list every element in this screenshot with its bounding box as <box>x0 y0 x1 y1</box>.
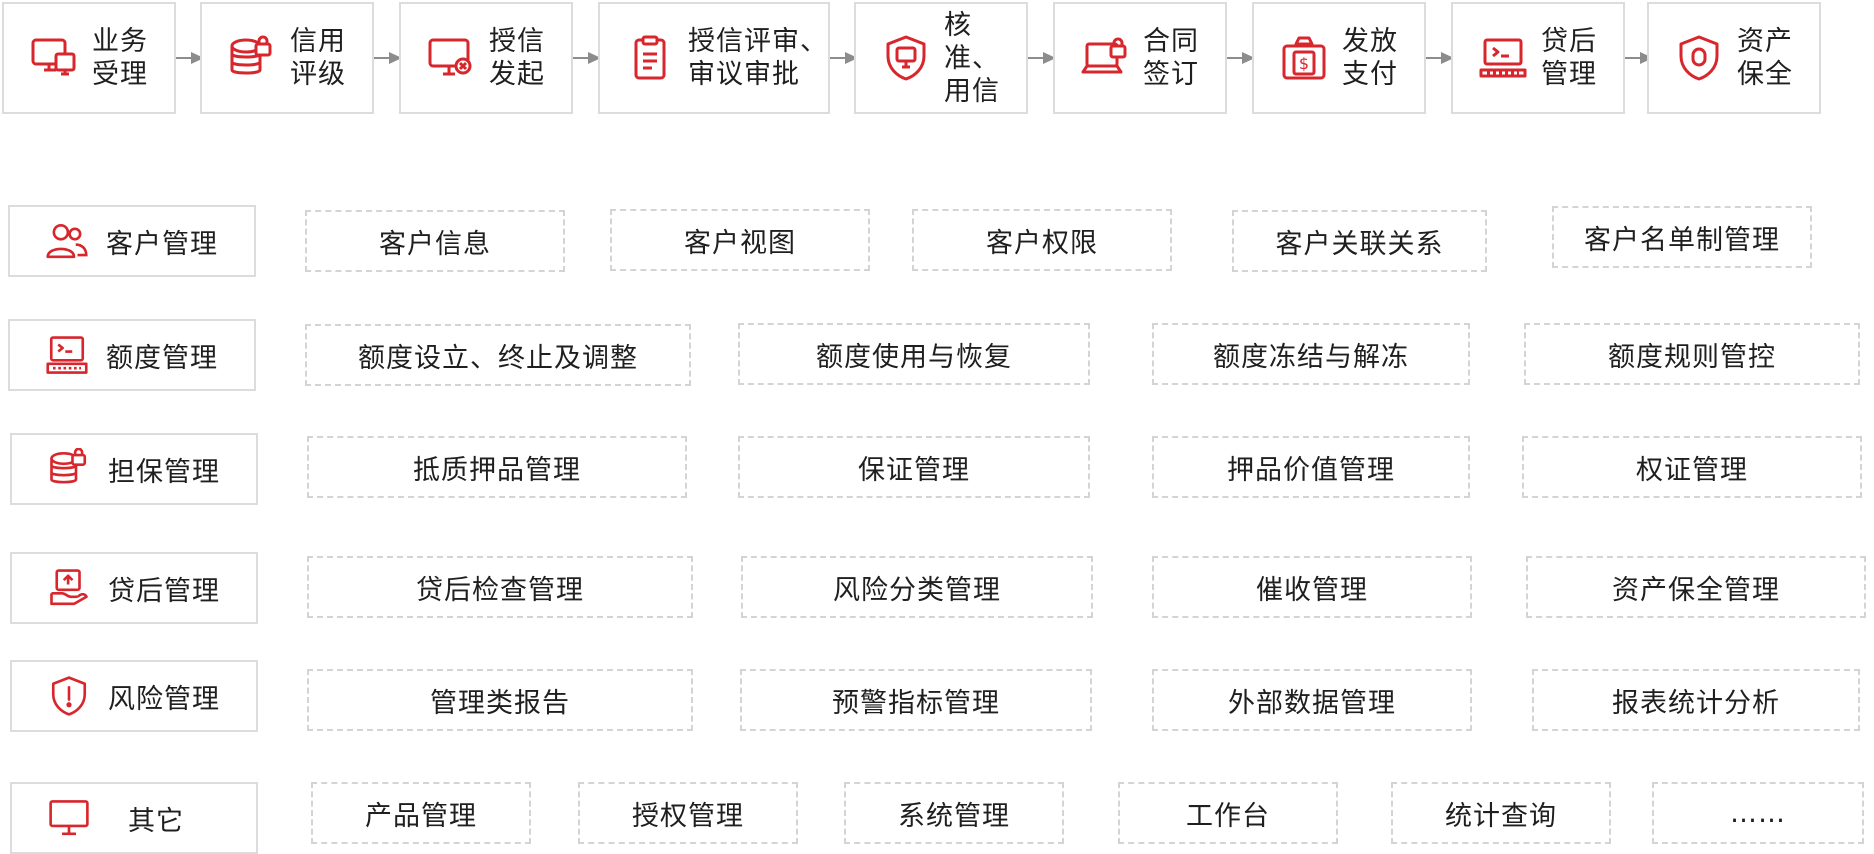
module-item[interactable]: 催收管理 <box>1152 556 1472 618</box>
module-item[interactable]: 额度使用与恢复 <box>738 323 1090 385</box>
module-item[interactable]: 工作台 <box>1118 782 1338 844</box>
category-customer: 客户管理 <box>8 205 256 277</box>
computer-user-icon <box>30 34 78 82</box>
database-lock-icon <box>228 34 276 82</box>
users-icon <box>46 220 88 262</box>
category-post-loan: 贷后管理 <box>10 552 258 624</box>
flow-step-4: 授信评审、 审议审批 <box>598 2 830 114</box>
module-item[interactable]: 客户名单制管理 <box>1552 206 1812 268</box>
laptop-lock-icon <box>1081 34 1129 82</box>
category-label: 额度管理 <box>106 342 218 374</box>
shield-alert-icon <box>48 675 90 717</box>
module-item[interactable]: 贷后检查管理 <box>307 556 693 618</box>
category-quota: 额度管理 <box>8 319 256 391</box>
flow-step-label: 贷后 管理 <box>1541 26 1597 90</box>
flow-step-label: 资产 保全 <box>1737 26 1793 90</box>
module-item[interactable]: 客户权限 <box>912 209 1172 271</box>
module-item[interactable]: 预警指标管理 <box>740 669 1092 731</box>
category-risk: 风险管理 <box>10 660 258 732</box>
monitor-icon <box>427 34 475 82</box>
flow-step-9: 资产 保全 <box>1647 2 1821 114</box>
flow-arrow <box>1028 52 1056 64</box>
flow-step-label: 发放 支付 <box>1342 26 1398 90</box>
module-item[interactable]: 额度规则管控 <box>1524 323 1860 385</box>
module-item[interactable]: 外部数据管理 <box>1152 669 1472 731</box>
flow-step-label: 合同 签订 <box>1143 26 1199 90</box>
flow-step-6: 合同 签订 <box>1053 2 1227 114</box>
flow-arrow <box>573 52 601 64</box>
category-label: 客户管理 <box>106 228 218 260</box>
category-label: 担保管理 <box>108 456 220 488</box>
flow-step-7: $ 发放 支付 <box>1252 2 1426 114</box>
module-item[interactable]: 系统管理 <box>844 782 1064 844</box>
module-item[interactable]: 授权管理 <box>578 782 798 844</box>
module-item[interactable]: 保证管理 <box>738 436 1090 498</box>
module-item[interactable]: 统计查询 <box>1391 782 1611 844</box>
svg-text:$: $ <box>1299 54 1309 73</box>
module-item[interactable]: …… <box>1652 782 1864 844</box>
database-lock-icon <box>48 448 90 490</box>
desktop-icon <box>48 797 90 839</box>
module-item[interactable]: 权证管理 <box>1522 436 1862 498</box>
flow-step-label: 信用 评级 <box>290 26 346 90</box>
flow-step-3: 授信 发起 <box>399 2 573 114</box>
money-bag-icon: $ <box>1280 34 1328 82</box>
hand-monitor-icon <box>48 567 90 609</box>
module-item[interactable]: 额度设立、终止及调整 <box>305 324 691 386</box>
terminal-icon <box>46 334 88 376</box>
flow-step-label: 核准、 用信 <box>944 9 1000 107</box>
module-item[interactable]: 额度冻结与解冻 <box>1152 323 1470 385</box>
module-item[interactable]: 抵质押品管理 <box>307 436 687 498</box>
module-item[interactable]: 管理类报告 <box>307 669 693 731</box>
flow-arrow <box>1426 52 1454 64</box>
category-label: 其它 <box>128 805 184 837</box>
flow-step-8: 贷后 管理 <box>1451 2 1625 114</box>
clipboard-icon <box>626 34 674 82</box>
module-item[interactable]: 客户视图 <box>610 209 870 271</box>
flow-arrow <box>374 52 402 64</box>
module-item[interactable]: 风险分类管理 <box>741 556 1093 618</box>
flow-step-5: 核准、 用信 <box>854 2 1028 114</box>
shield-icon <box>1675 34 1723 82</box>
terminal-icon <box>1479 34 1527 82</box>
flow-step-label: 授信 发起 <box>489 26 545 90</box>
category-label: 风险管理 <box>108 683 220 715</box>
module-item[interactable]: 客户信息 <box>305 210 565 272</box>
module-item[interactable]: 报表统计分析 <box>1532 669 1860 731</box>
category-other: 其它 <box>10 782 258 854</box>
flow-arrow <box>1227 52 1255 64</box>
flow-step-2: 信用 评级 <box>200 2 374 114</box>
flow-step-label: 授信评审、 审议审批 <box>688 26 828 90</box>
module-item[interactable]: 客户关联关系 <box>1232 210 1487 272</box>
flow-step-1: 业务 受理 <box>2 2 176 114</box>
module-item[interactable]: 产品管理 <box>311 782 531 844</box>
category-label: 贷后管理 <box>108 575 220 607</box>
module-item[interactable]: 押品价值管理 <box>1152 436 1470 498</box>
module-item[interactable]: 资产保全管理 <box>1526 556 1866 618</box>
category-guarantee: 担保管理 <box>10 433 258 505</box>
flow-step-label: 业务 受理 <box>92 26 148 90</box>
shield-monitor-icon <box>882 34 930 82</box>
